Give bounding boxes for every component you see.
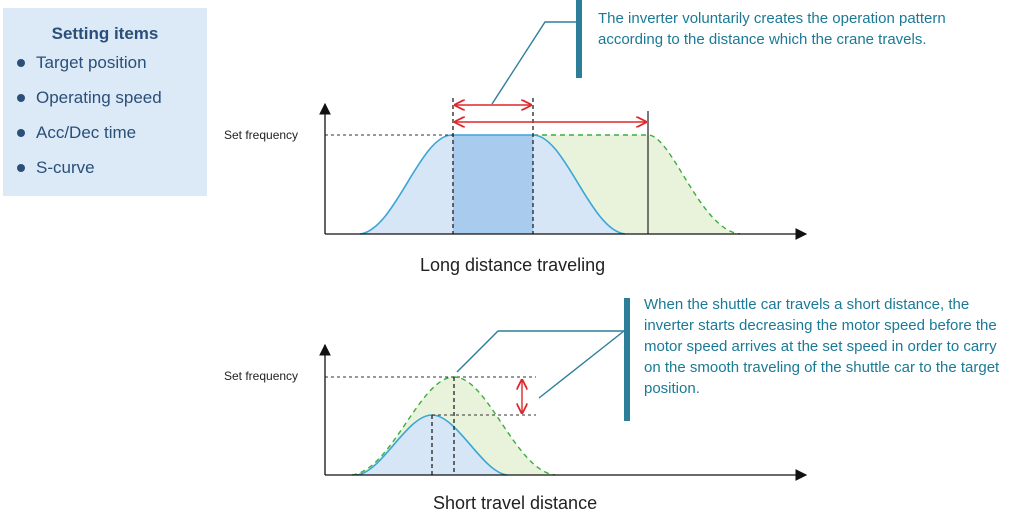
top-chart [319, 0, 808, 240]
bottom-annotation: When the shuttle car travels a short dis… [644, 296, 1000, 397]
bullet-icon [17, 94, 25, 102]
settings-item: S-curve [17, 159, 207, 194]
top-annotation: The inverter voluntarily creates the ope… [598, 10, 946, 48]
settings-list: Target position Operating speed Acc/Dec … [3, 54, 207, 194]
top-set-frequency-label: Set frequency [224, 128, 299, 142]
settings-item-label: S-curve [36, 158, 95, 177]
settings-title: Setting items [51, 24, 159, 43]
top-profile-curve [359, 134, 626, 235]
top-chart-caption: Long distance traveling [420, 255, 606, 275]
bullet-icon [17, 59, 25, 67]
bottom-callout-leader-upper-diag [456, 330, 499, 373]
settings-item-label: Target position [36, 53, 147, 72]
bullet-icon [17, 129, 25, 137]
bottom-callout-bar [624, 298, 630, 421]
settings-item-label: Acc/Dec time [36, 123, 137, 142]
bottom-callout-leader-lower [538, 330, 625, 399]
top-constant-section [453, 135, 533, 234]
settings-item: Acc/Dec time [17, 124, 207, 159]
bottom-chart-caption: Short travel distance [433, 493, 598, 513]
bullet-icon [17, 164, 25, 172]
bottom-set-frequency-label: Set frequency [224, 369, 299, 383]
settings-box: Setting items Target position Operating … [3, 8, 207, 196]
settings-item-label: Operating speed [36, 88, 162, 107]
settings-item: Target position [17, 54, 207, 89]
top-extended-curve [533, 134, 741, 235]
top-callout-bar [576, 0, 582, 78]
settings-item: Operating speed [17, 89, 207, 124]
top-callout-leader [491, 21, 576, 105]
bottom-chart [319, 298, 808, 481]
